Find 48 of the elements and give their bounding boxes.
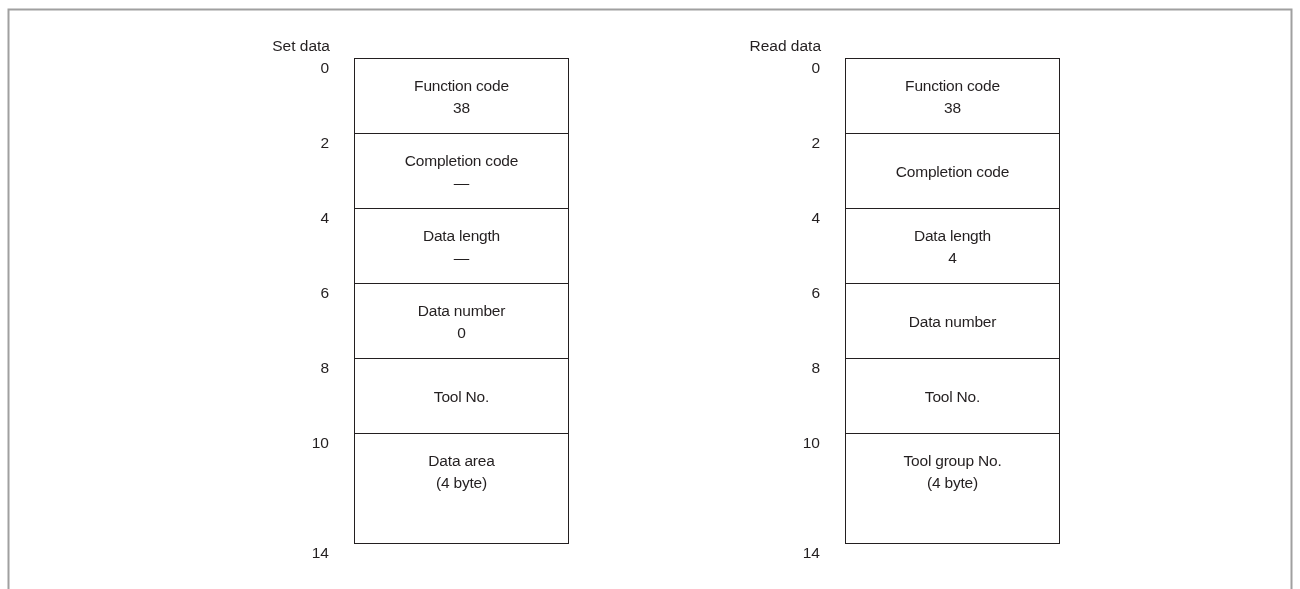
byte-offset: 4 [320,209,329,227]
field-name: Data length [422,225,501,246]
field-name: Data area [428,450,495,471]
table-cell [354,358,569,434]
field-value: (4 byte) [436,472,487,493]
field-name: Data number [908,311,997,332]
table-cell [845,133,1060,209]
field-name: Tool No. [433,386,490,407]
table-cell [354,58,569,134]
byte-offset: 14 [311,544,329,562]
field-value: (4 byte) [927,472,978,493]
field-name: Tool No. [924,386,981,407]
column-heading: Set data [272,37,330,55]
table-cell [845,58,1060,134]
table-cell [845,208,1060,284]
table-cell [845,358,1060,434]
field-name: Data number [417,300,506,321]
byte-offset: 2 [320,134,329,152]
table-cell [845,283,1060,359]
byte-offset: 14 [802,544,820,562]
field-name: Tool group No. [903,450,1002,471]
column-heading: Read data [749,37,821,55]
field-name: Completion code [404,150,519,171]
byte-offset: 8 [811,359,820,377]
table-cell [845,433,1060,544]
field-name: Function code [905,75,1000,96]
byte-offset: 10 [311,434,329,452]
field-value: 38 [944,97,961,118]
byte-offset: 10 [802,434,820,452]
table-cell [354,433,569,544]
field-name: Data length [913,225,992,246]
field-name: Function code [414,75,509,96]
byte-offset: 2 [811,134,820,152]
field-value: — [453,172,470,193]
field-name: Completion code [895,161,1010,182]
table-cell [354,208,569,284]
byte-offset: 0 [320,59,329,77]
byte-offset: 8 [320,359,329,377]
byte-offset: 4 [811,209,820,227]
field-value: 38 [453,97,470,118]
byte-offset: 0 [811,59,820,77]
table-cell [354,283,569,359]
field-value: — [453,247,470,268]
field-value: 0 [457,322,466,343]
table-cell [354,133,569,209]
byte-offset: 6 [811,284,820,302]
field-value: 4 [948,247,957,268]
byte-offset: 6 [320,284,329,302]
